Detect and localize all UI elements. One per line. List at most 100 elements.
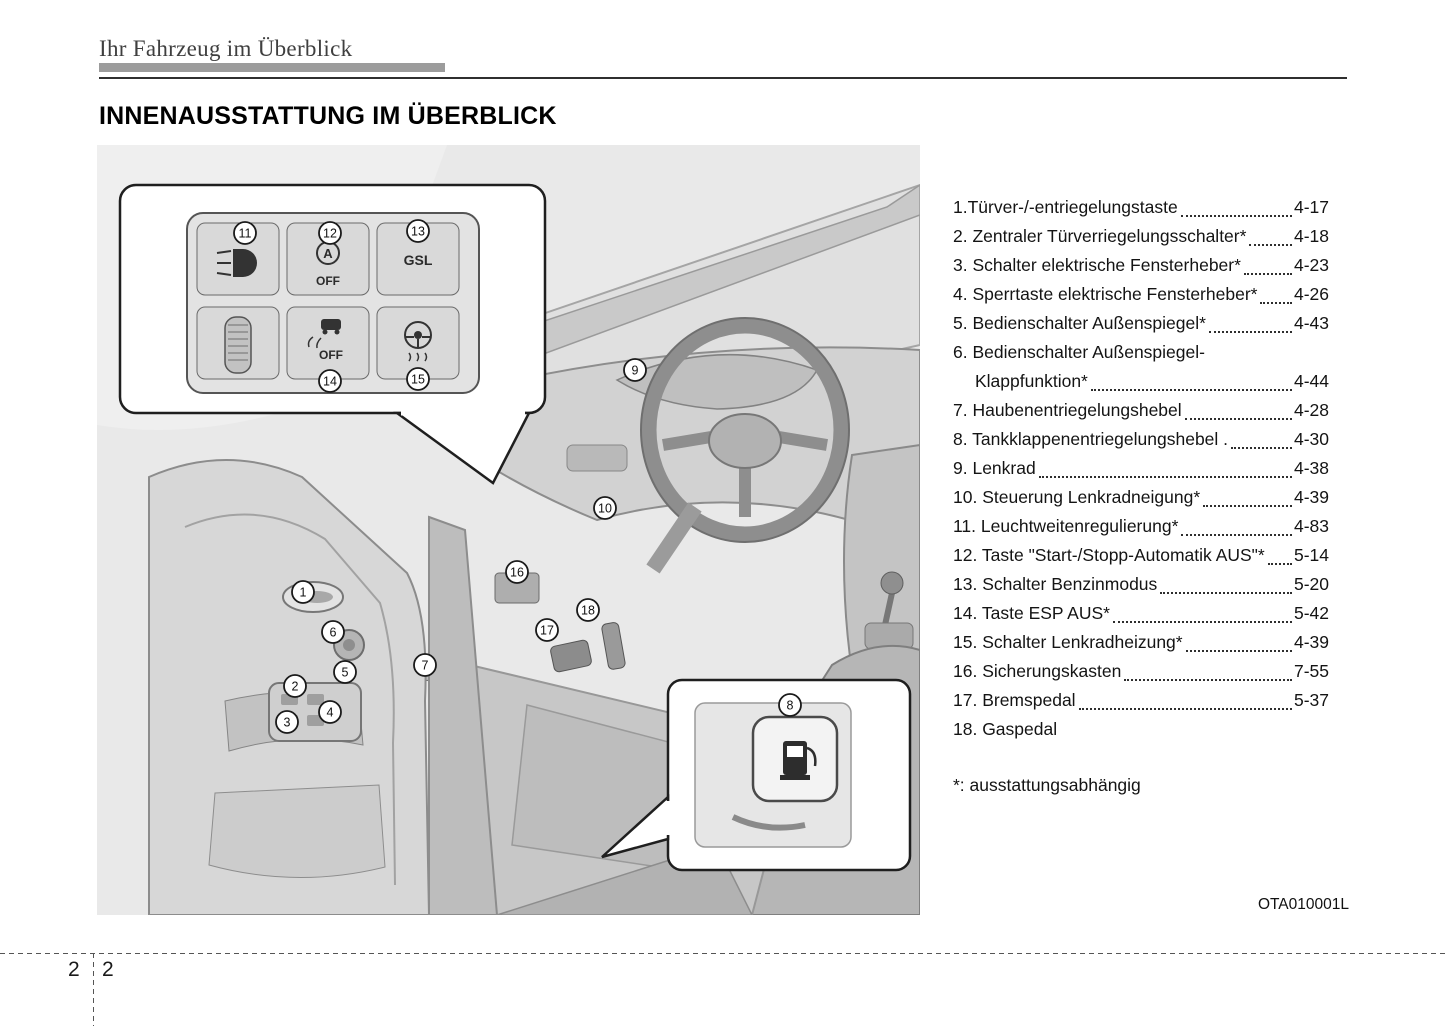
legend-item-label: 13. Schalter Benzinmodus: [953, 574, 1158, 594]
dotted-leader: [1160, 592, 1292, 594]
accelerator-pedal: [601, 622, 626, 670]
header-rule-line: [99, 77, 1347, 79]
callout-18: 18: [576, 598, 600, 622]
callout-5: 5: [333, 660, 357, 684]
legend-item-page-ref: 4-28: [1293, 400, 1329, 420]
svg-text:12: 12: [323, 226, 337, 240]
callout-8: 8: [778, 693, 802, 717]
svg-text:9: 9: [632, 363, 639, 377]
door-pocket: [208, 784, 386, 878]
legend-item-label: 7. Haubenentriegelungshebel: [953, 400, 1182, 420]
callout-10: 10: [593, 496, 617, 520]
dotted-leader: [1203, 505, 1292, 507]
legend-item-label: 6. Bedienschalter Außenspiegel-: [953, 342, 1205, 362]
callout-2: 2: [283, 674, 307, 698]
legend-item-label: 14. Taste ESP AUS*: [953, 603, 1110, 623]
legend-item-label: 16. Sicherungskasten: [953, 661, 1122, 681]
auto-stop-letter: A: [323, 246, 333, 261]
headlight-leveling-icon: [216, 249, 257, 277]
svg-text:7: 7: [422, 658, 429, 672]
dotted-leader: [1208, 331, 1292, 333]
legend-item-page-ref: 4-26: [1293, 284, 1329, 304]
switch-panel-callout-bubble: A OFF GSL OFF: [118, 183, 547, 485]
leveling-thumbwheel: [224, 316, 252, 374]
air-vent: [566, 444, 628, 472]
legend-item-page-ref: 7-55: [1293, 661, 1329, 681]
legend-item-label: 5. Bedienschalter Außenspiegel*: [953, 313, 1206, 333]
svg-text:17: 17: [540, 623, 554, 637]
legend-item-page-ref: 4-18: [1293, 226, 1329, 246]
legend-item: 4. Sperrtaste elektrische Fensterheber*4…: [953, 280, 1329, 309]
fuel-door-inset: [601, 678, 912, 872]
legend-item-label: 18. Gaspedal: [953, 719, 1058, 739]
svg-text:2: 2: [292, 679, 299, 693]
svg-text:3: 3: [284, 715, 291, 729]
fuel-release-lever: [731, 814, 806, 831]
legend-item-page-ref: 4-43: [1293, 313, 1329, 333]
legend-item: 9. Lenkrad 4-38: [953, 454, 1329, 483]
page-number-page: 2: [102, 958, 114, 981]
legend-item-label: 15. Schalter Lenkradheizung*: [953, 632, 1183, 652]
image-code: OTA010001L: [1257, 896, 1349, 913]
svg-text:5: 5: [342, 665, 349, 679]
callout-6: 6: [321, 620, 345, 644]
legend-item: 6. Bedienschalter Außenspiegel-: [953, 338, 1329, 367]
legend-item-label: 9. Lenkrad: [953, 458, 1036, 478]
callout-1: 1: [291, 580, 315, 604]
dotted-leader: [1185, 650, 1292, 652]
legend-item: 12. Taste "Start-/Stopp-Automatik AUS"*5…: [953, 541, 1329, 570]
esp-off-label: OFF: [319, 348, 343, 362]
fuel-pump-icon: [780, 741, 817, 780]
dotted-leader: [1112, 621, 1292, 623]
legend-item-label: 17. Bremspedal: [953, 690, 1076, 710]
legend-item: 7. Haubenentriegelungshebel 4-28: [953, 396, 1329, 425]
dotted-leader: [1181, 534, 1292, 536]
legend-item-label: Klappfunktion*: [975, 371, 1088, 391]
legend-item-label: 12. Taste "Start-/Stopp-Automatik AUS"*: [953, 545, 1265, 565]
legend-item-page-ref: 5-37: [1293, 690, 1329, 710]
crop-line-horizontal: [0, 953, 1445, 954]
legend-item-page-ref: 4-39: [1293, 632, 1329, 652]
dotted-leader: [1267, 563, 1292, 565]
svg-text:15: 15: [411, 372, 425, 386]
svg-text:4: 4: [327, 705, 334, 719]
callout-17: 17: [535, 618, 559, 642]
legend-item: 15. Schalter Lenkradheizung* 4-39: [953, 628, 1329, 657]
legend-item: 3. Schalter elektrische Fensterheber*4-2…: [953, 251, 1329, 280]
steering-wheel: [640, 317, 850, 543]
legend-item-label: 10. Steuerung Lenkradneigung*: [953, 487, 1201, 507]
legend-item-page-ref: 4-39: [1293, 487, 1329, 507]
legend-item-page-ref: 4-30: [1293, 429, 1329, 449]
svg-text:16: 16: [510, 565, 524, 579]
dotted-leader: [1249, 244, 1292, 246]
legend-item: 11. Leuchtweitenregulierung*4-83: [953, 512, 1329, 541]
legend-item: 5. Bedienschalter Außenspiegel* 4-43: [953, 309, 1329, 338]
legend-item: 16. Sicherungskasten 7-55: [953, 657, 1329, 686]
brake-pedal: [550, 639, 592, 673]
legend-item-page-ref: 5-42: [1293, 603, 1329, 623]
legend-item-label: 3. Schalter elektrische Fensterheber*: [953, 255, 1241, 275]
legend-item: Klappfunktion* 4-44: [953, 367, 1329, 396]
dotted-leader: [1124, 679, 1292, 681]
esp-off-icon: [307, 319, 341, 349]
gear-shifter-knob: [880, 571, 904, 595]
legend-item-page-ref: 4-44: [1293, 371, 1329, 391]
interior-diagram: A OFF GSL OFF: [97, 145, 921, 916]
callout-3: 3: [275, 710, 299, 734]
svg-text:10: 10: [598, 501, 612, 515]
svg-text:14: 14: [323, 374, 337, 388]
dotted-leader: [1260, 302, 1292, 304]
legend-item-page-ref: 4-83: [1293, 516, 1329, 536]
section-title: INNENAUSSTATTUNG IM ÜBERBLICK: [99, 102, 557, 130]
legend-item-label: 8. Tankklappenentriegelungshebel .: [953, 429, 1229, 449]
svg-text:13: 13: [411, 224, 425, 238]
legend-item-page-ref: 5-20: [1293, 574, 1329, 594]
dotted-leader: [1243, 273, 1292, 275]
gsl-switch-label: GSL: [404, 252, 433, 268]
legend-item: 13. Schalter Benzinmodus 5-20: [953, 570, 1329, 599]
legend-item-page-ref: 4-38: [1293, 458, 1329, 478]
legend-footnote: *: ausstattungsabhängig: [953, 775, 1141, 795]
